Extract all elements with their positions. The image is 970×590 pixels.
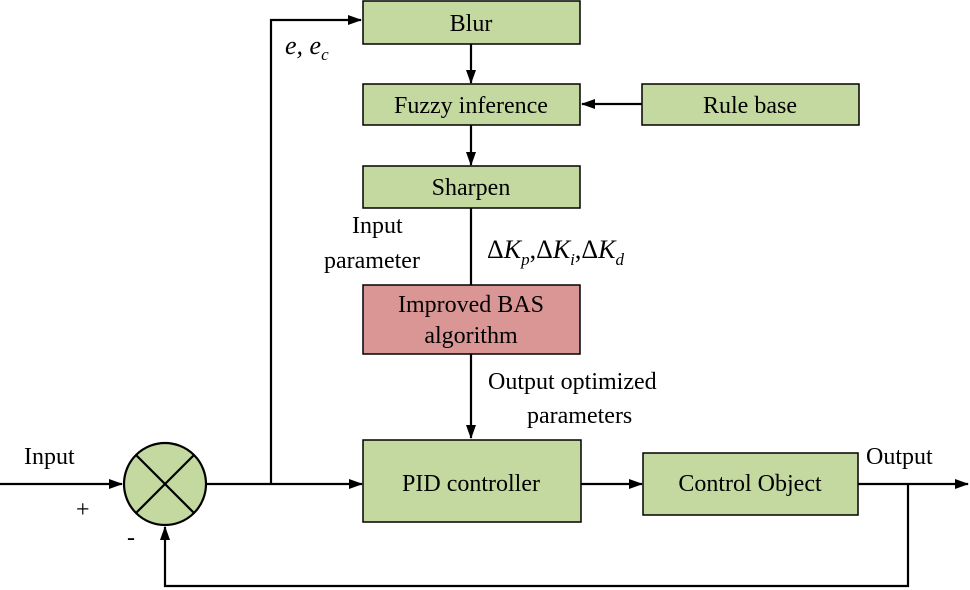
gain-increments-label: ΔKp,ΔKi,ΔKd — [487, 235, 624, 269]
feedback-line — [160, 484, 910, 588]
sharpen-block — [362, 165, 581, 209]
pid-controller-label: PID controller — [402, 471, 540, 497]
error-signals-label: e, ec — [285, 31, 329, 64]
control-object-label: Control Object — [678, 471, 822, 497]
control-object-block — [642, 452, 859, 516]
improved-bas-label-line1: Improved BAS — [398, 292, 544, 318]
fuzzy-inference-label: Fuzzy inference — [394, 93, 548, 119]
summing-junction — [122, 441, 208, 527]
output-optimized-label-line2: parameters — [527, 403, 632, 429]
plus-sign: + — [76, 497, 90, 523]
input-parameter-label-line2: parameter — [324, 248, 420, 274]
sharpen-label: Sharpen — [432, 175, 511, 201]
blur-label: Blur — [450, 11, 493, 37]
output-optimized-label-line1: Output optimized — [488, 369, 657, 395]
blur-block — [362, 0, 581, 45]
output-label: Output — [866, 444, 933, 470]
rule-base-label: Rule base — [703, 93, 797, 119]
input-label: Input — [24, 444, 75, 470]
error-to-blur-line — [269, 15, 362, 484]
fuzzy-inference-block — [362, 83, 581, 126]
improved-bas-label-line2: algorithm — [424, 323, 518, 349]
rule-base-block — [641, 83, 860, 126]
pid-controller-block — [362, 439, 582, 523]
improved-bas-block — [362, 284, 581, 355]
minus-sign: - — [127, 525, 135, 551]
input-parameter-label-line1: Input — [352, 213, 403, 239]
